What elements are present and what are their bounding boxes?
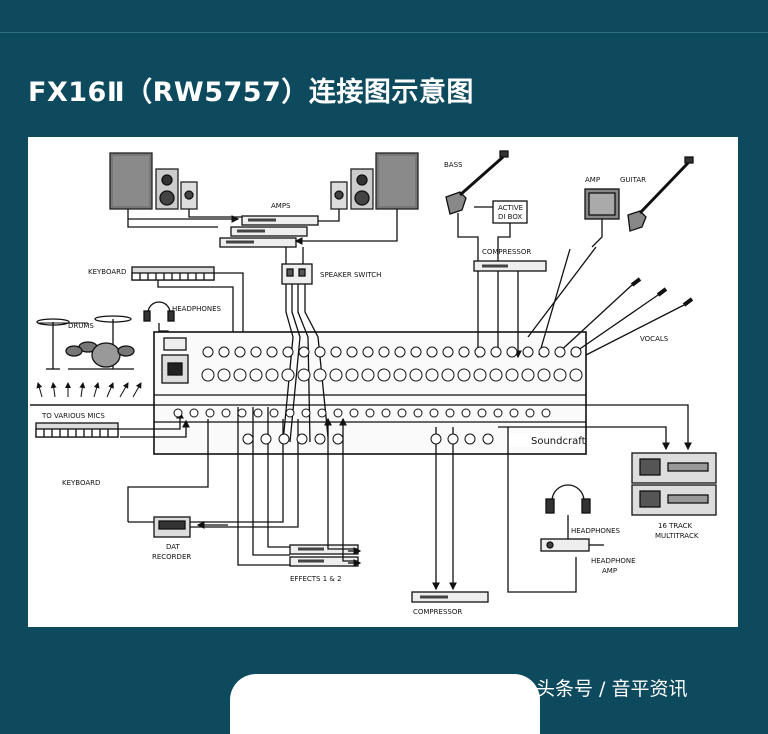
mixer-brand-logo: Soundcraft (531, 436, 586, 447)
vocal-mic-1-icon (630, 277, 642, 287)
label-active-di-line2: DI BOX (498, 213, 522, 221)
headphones-right-icon (545, 484, 591, 514)
label-dat-recorder-line1: DAT (166, 543, 181, 551)
label-bass: BASS (444, 161, 463, 169)
guitar-amp-icon (584, 188, 620, 220)
headphone-amp-icon (540, 538, 590, 552)
label-headphones-top: HEADPHONES (172, 305, 222, 313)
label-to-various-mics: TO VARIOUS MICS (41, 412, 105, 420)
vocal-mic-2-icon (656, 287, 668, 297)
label-effects: EFFECTS 1 & 2 (290, 575, 342, 583)
speaker-cabinet-right-icon (375, 152, 419, 210)
label-multitrack-line1: 16 TRACK (658, 522, 693, 530)
effects-unit-icon (289, 544, 359, 567)
label-vocals: VOCALS (640, 335, 669, 343)
keyboard-bottom-icon (35, 422, 119, 438)
label-amp: AMP (585, 176, 600, 184)
multitrack-recorder-icon (631, 452, 717, 516)
speaker-switch-icon (281, 263, 313, 285)
label-drums: DRUMS (68, 322, 94, 330)
vocal-mic-3-icon (682, 297, 694, 307)
label-compressor-top: COMPRESSOR (482, 248, 531, 256)
bottom-tab-shape (230, 674, 540, 734)
compressor-bottom-icon (411, 591, 489, 603)
speaker-cabinet-left-icon (109, 152, 153, 210)
drum-kit-icon (36, 315, 135, 370)
dat-recorder-icon (153, 516, 191, 538)
studio-monitor-left-icon (155, 168, 198, 210)
label-headphones-right: HEADPHONES (571, 527, 621, 535)
connection-diagram-panel: AMPS SPEAKER SWITCH KEYBOARD HEADPHONES … (28, 137, 738, 627)
label-speaker-switch: SPEAKER SWITCH (320, 271, 381, 279)
label-headphone-amp-line1: HEADPHONE (591, 557, 636, 565)
header-divider (0, 32, 768, 33)
studio-monitor-right-icon (330, 168, 374, 210)
label-dat-recorder-line2: RECORDER (152, 553, 191, 561)
label-amps: AMPS (271, 202, 291, 210)
label-multitrack-line2: MULTITRACK (655, 532, 699, 540)
power-amp-icon (219, 215, 319, 248)
headphones-top-icon (143, 301, 175, 322)
bass-guitar-icon (445, 150, 509, 215)
connection-diagram: AMPS SPEAKER SWITCH KEYBOARD HEADPHONES … (30, 150, 717, 616)
label-headphone-amp-line2: AMP (602, 567, 617, 575)
source-credit: 头条号 / 音平资讯 (536, 678, 688, 700)
label-guitar: GUITAR (620, 176, 646, 184)
label-keyboard-top: KEYBOARD (88, 268, 126, 276)
page-title: FX16Ⅱ（RW5757）连接图示意图 (28, 77, 474, 108)
label-keyboard-bottom: KEYBOARD (62, 479, 100, 487)
label-compressor-bottom: COMPRESSOR (413, 608, 462, 616)
compressor-top-icon (473, 260, 547, 272)
label-active-di-line1: ACTIVE (498, 204, 523, 212)
drum-mic-arrows (36, 382, 142, 398)
electric-guitar-icon (627, 156, 694, 232)
keyboard-top-icon (131, 266, 215, 281)
